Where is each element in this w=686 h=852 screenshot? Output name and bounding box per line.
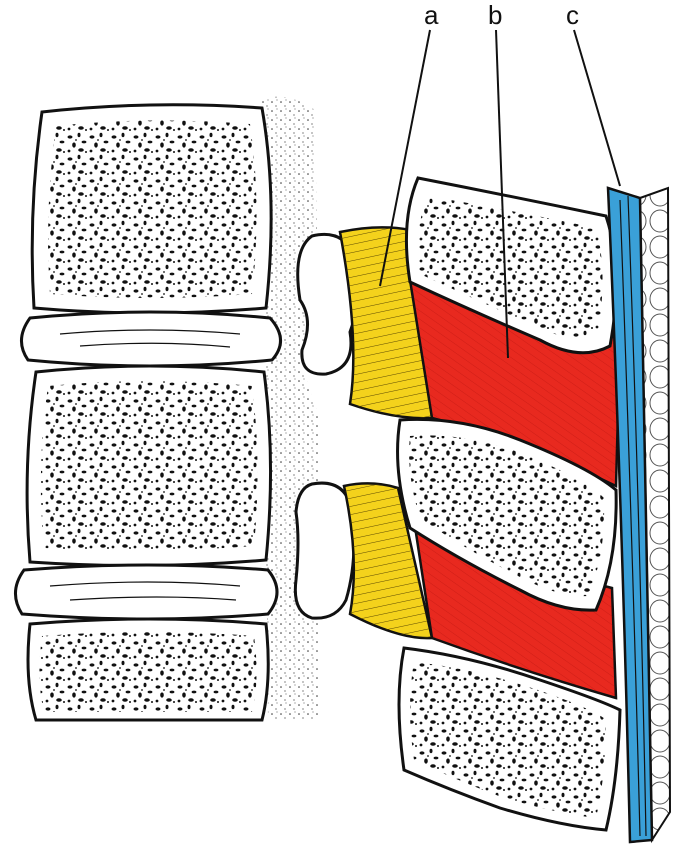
leader-c (574, 30, 620, 186)
articular-process-lower (295, 483, 354, 618)
label-a: a (424, 0, 439, 30)
intervertebral-disc-2 (15, 565, 277, 619)
spinous-processes (398, 178, 620, 830)
label-c: c (566, 0, 579, 30)
intervertebral-disc-1 (21, 312, 280, 366)
vertebral-body-2-texture (41, 381, 258, 551)
vertebral-body-3-texture (39, 632, 256, 712)
vertebral-body-1-texture (48, 120, 257, 298)
vertebral-column-left (15, 97, 320, 720)
label-b: b (488, 0, 502, 30)
